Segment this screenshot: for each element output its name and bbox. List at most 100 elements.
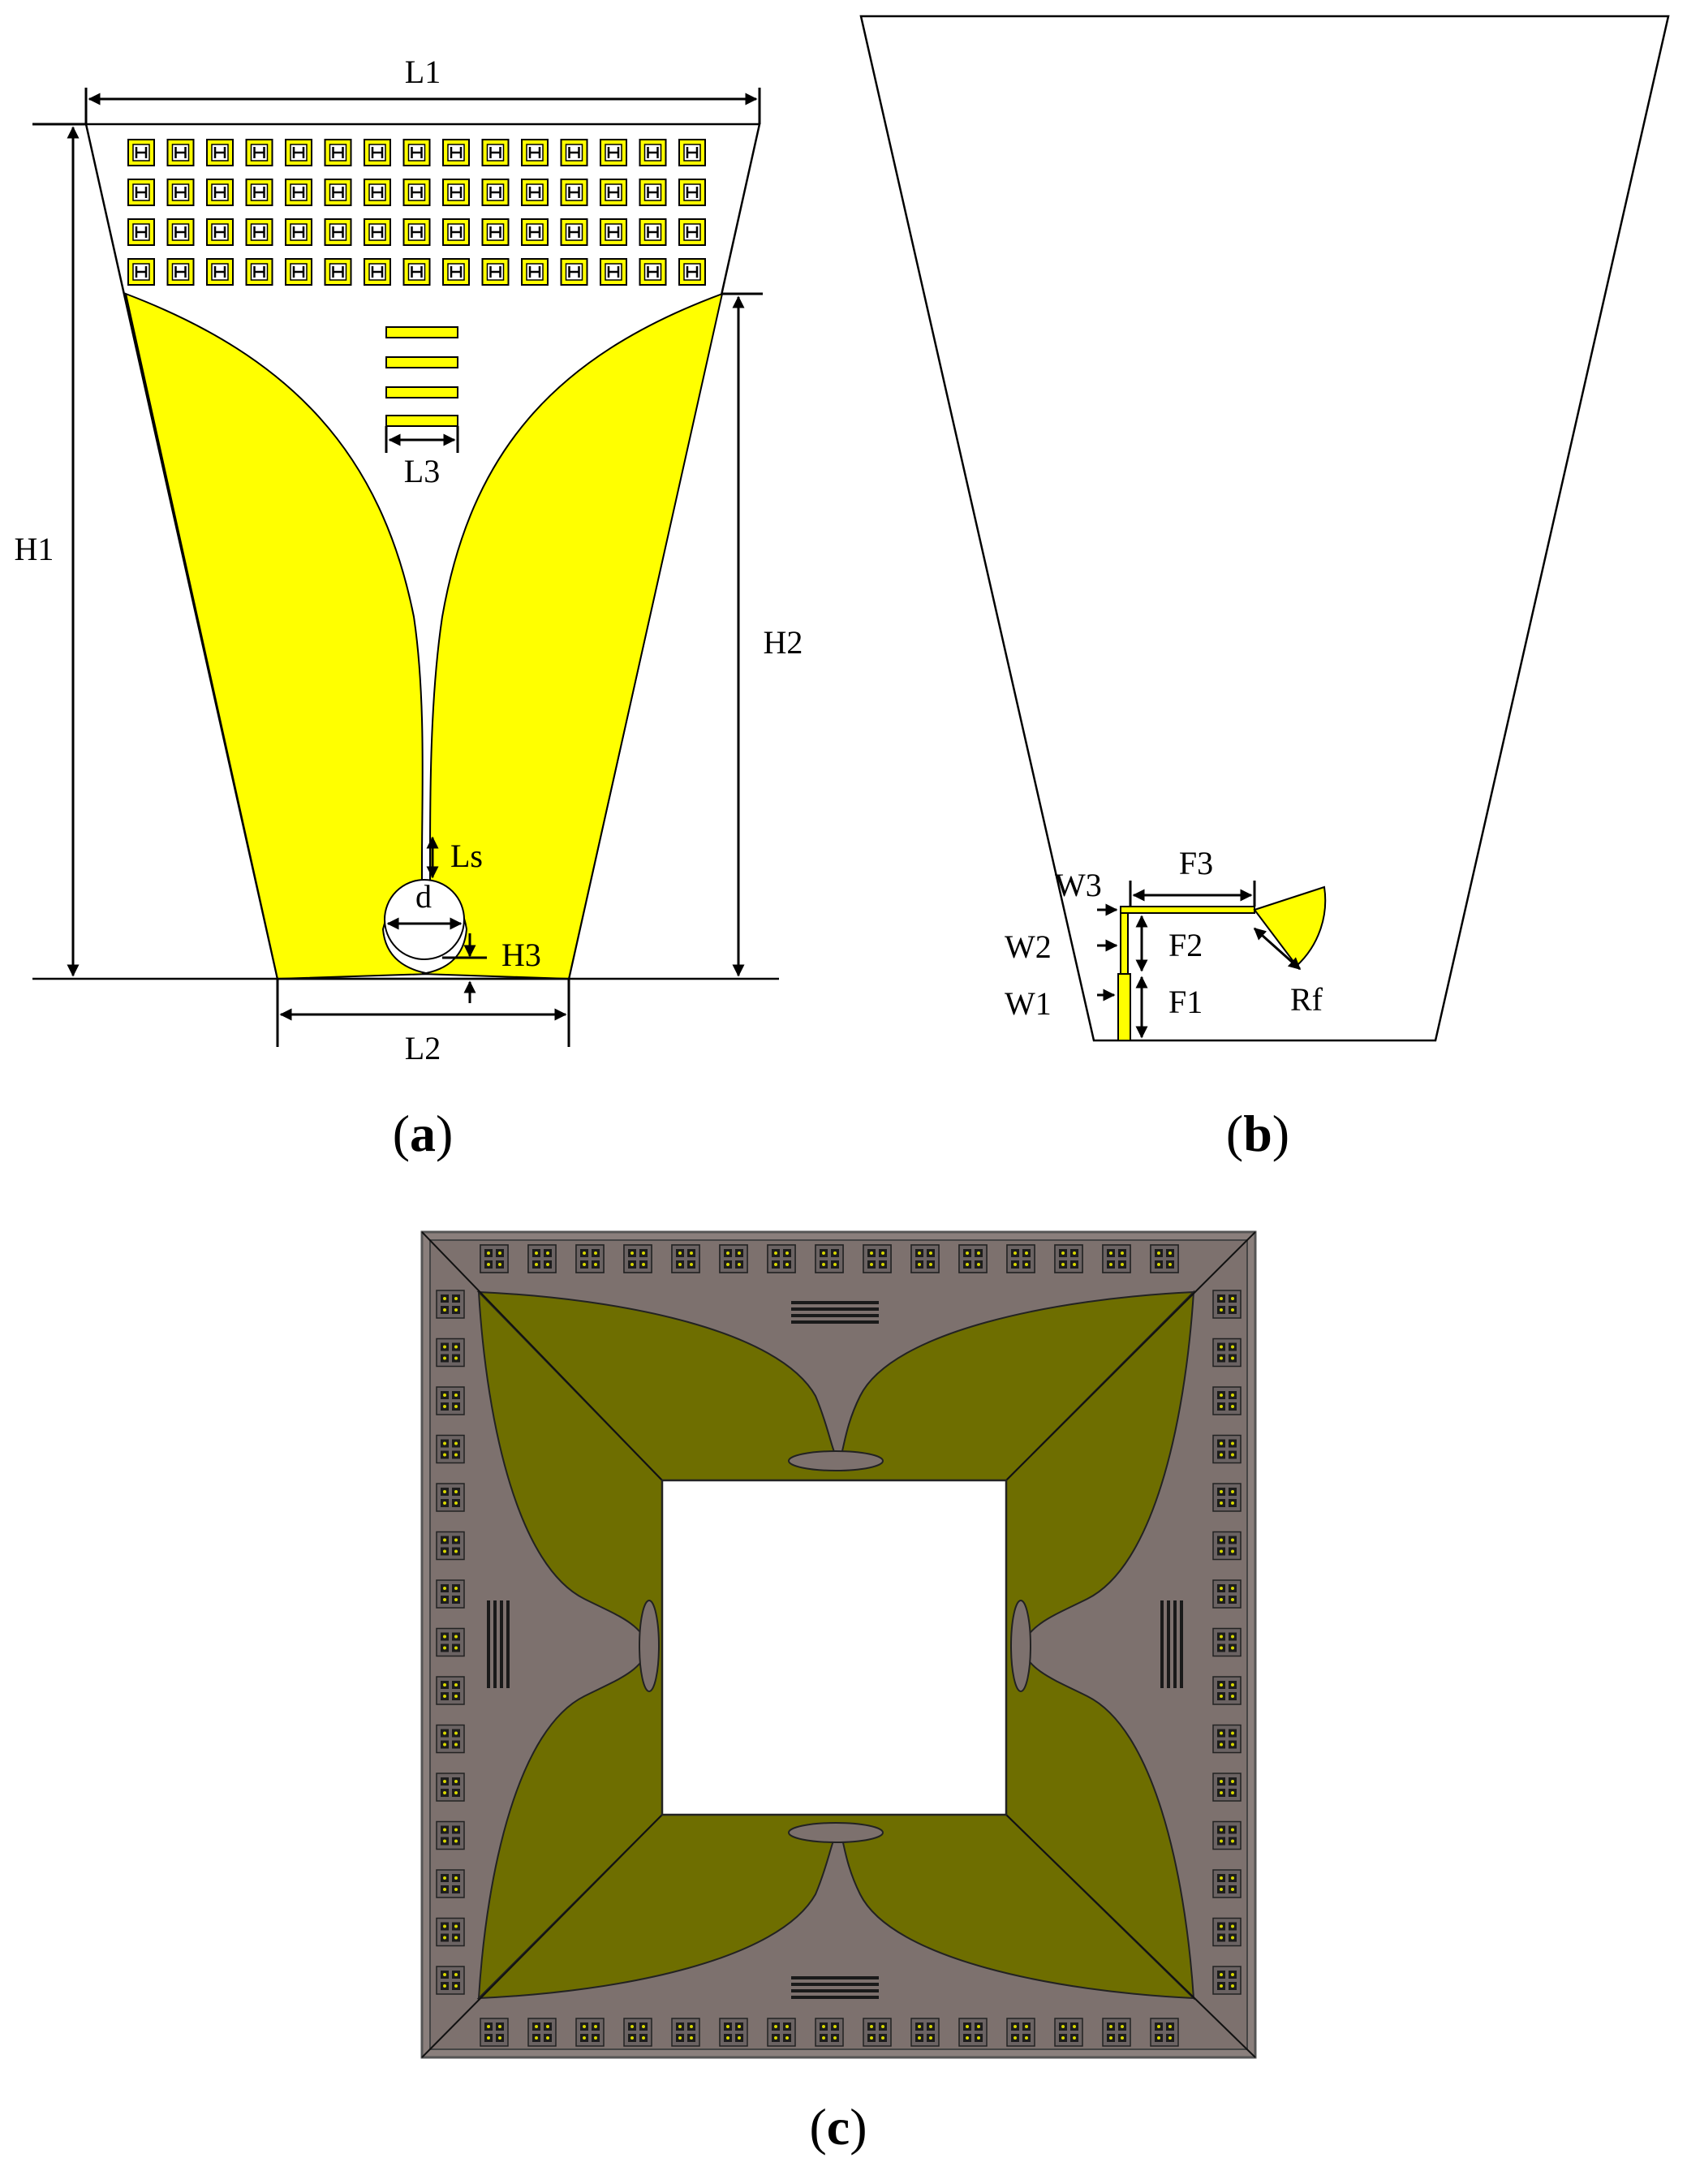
array-unit-cell bbox=[1150, 2018, 1179, 2047]
unit-cell bbox=[678, 257, 707, 286]
unit-cell bbox=[639, 178, 667, 207]
feedline-section-2 bbox=[1120, 908, 1129, 975]
panel-b: F3 F2 F1 W3 W2 W1 Rf (b) bbox=[859, 15, 1670, 1162]
slot-cavity-left bbox=[639, 1600, 660, 1692]
array-unit-cell bbox=[436, 1627, 465, 1657]
array-unit-cell bbox=[1102, 2018, 1131, 2047]
unit-cell bbox=[166, 257, 195, 286]
array-unit-cell bbox=[436, 1434, 465, 1464]
unit-cell-grid bbox=[127, 138, 707, 286]
director-strip bbox=[1160, 1600, 1164, 1688]
unit-cell bbox=[127, 257, 156, 286]
array-unit-cell bbox=[863, 2018, 892, 2047]
unit-cell bbox=[678, 178, 707, 207]
diagonal-line bbox=[421, 1814, 663, 2058]
director-strip bbox=[791, 1976, 879, 1979]
unit-cell bbox=[599, 218, 628, 247]
array-unit-cell bbox=[527, 1244, 557, 1273]
dim-l3-label: L3 bbox=[404, 453, 440, 489]
panel-a: L1 H1 H2 L3 Ls d H3 L2 (a) bbox=[15, 54, 803, 1162]
unit-cell bbox=[639, 138, 667, 167]
array-unit-cell bbox=[480, 2018, 509, 2047]
unit-cell bbox=[127, 218, 156, 247]
vivaldi-right-leaf bbox=[421, 292, 724, 980]
array-unit-cell bbox=[1212, 1531, 1242, 1561]
array-vivaldi-elements bbox=[476, 1290, 1196, 2001]
director-strip bbox=[385, 326, 458, 338]
array-unit-cell bbox=[623, 1244, 652, 1273]
unit-cell bbox=[205, 218, 235, 247]
diagonal-line bbox=[1005, 1814, 1256, 2058]
director-strip bbox=[1180, 1600, 1183, 1688]
unit-cell bbox=[481, 178, 510, 207]
array-unit-cell bbox=[719, 2018, 748, 2047]
unit-cell bbox=[441, 178, 471, 207]
array-unit-cell bbox=[436, 1917, 465, 1947]
array-unit-cell bbox=[1054, 1244, 1083, 1273]
dim-rf-label: Rf bbox=[1290, 981, 1323, 1018]
array-unit-cell bbox=[1212, 1773, 1242, 1802]
array-unit-cell bbox=[575, 2018, 605, 2047]
unit-cell bbox=[560, 218, 588, 247]
array-unit-cell bbox=[719, 1244, 748, 1273]
director-strip bbox=[385, 356, 458, 368]
array-unit-cell bbox=[1102, 1244, 1131, 1273]
dim-w3-label: W3 bbox=[1055, 867, 1102, 903]
unit-cell bbox=[324, 218, 352, 247]
director-strip bbox=[506, 1600, 510, 1688]
slot-cavity-bottom bbox=[788, 1822, 884, 1843]
unit-cell bbox=[560, 138, 588, 167]
unit-cell bbox=[324, 257, 352, 286]
director-strip bbox=[493, 1600, 497, 1688]
unit-cell bbox=[441, 257, 471, 286]
unit-cell bbox=[599, 257, 628, 286]
dim-h1-label: H1 bbox=[15, 531, 54, 567]
vivaldi-left-leaf bbox=[124, 292, 431, 980]
unit-cell bbox=[363, 257, 392, 286]
array-unit-cell bbox=[910, 1244, 940, 1273]
director-strip bbox=[791, 1983, 879, 1986]
dim-f1-label: F1 bbox=[1168, 984, 1203, 1020]
unit-cell bbox=[441, 218, 471, 247]
unit-cell bbox=[520, 257, 549, 286]
array-unit-cell bbox=[1212, 1386, 1242, 1415]
feedline-section-3 bbox=[1120, 906, 1255, 914]
unit-cell bbox=[284, 138, 313, 167]
dim-w2-label: W2 bbox=[1005, 928, 1052, 965]
array-unit-cell bbox=[1212, 1627, 1242, 1657]
unit-cell bbox=[520, 178, 549, 207]
array-unit-cell bbox=[1006, 2018, 1035, 2047]
unit-cell bbox=[678, 218, 707, 247]
director-strip bbox=[791, 1314, 879, 1317]
unit-cell bbox=[127, 178, 156, 207]
array-unit-cell bbox=[575, 1244, 605, 1273]
unit-cell bbox=[205, 138, 235, 167]
substrate-outline-back bbox=[859, 15, 1670, 1042]
director-strip bbox=[385, 415, 458, 427]
caption-a: (a) bbox=[393, 1105, 454, 1162]
array-unit-cell bbox=[767, 2018, 796, 2047]
dim-h3-label: H3 bbox=[501, 937, 541, 973]
unit-cell bbox=[205, 257, 235, 286]
unit-cell bbox=[245, 138, 273, 167]
caption-b: (b) bbox=[1226, 1105, 1289, 1162]
array-unit-cell bbox=[1006, 1244, 1035, 1273]
array-unit-cell bbox=[436, 1773, 465, 1802]
dim-h2-label: H2 bbox=[764, 624, 803, 661]
director-strip bbox=[487, 1600, 490, 1688]
director-strip bbox=[385, 386, 458, 398]
array-director-strips bbox=[487, 1301, 1183, 1999]
unit-cell bbox=[324, 138, 352, 167]
center-opening bbox=[661, 1479, 1008, 1816]
array-unit-cell bbox=[1212, 1724, 1242, 1754]
array-unit-cell bbox=[436, 1483, 465, 1512]
director-strip bbox=[500, 1600, 503, 1688]
array-unit-cell bbox=[815, 1244, 844, 1273]
array-unit-cell bbox=[671, 1244, 700, 1273]
director-strip bbox=[791, 1320, 879, 1324]
unit-cell bbox=[678, 138, 707, 167]
array-unit-cell bbox=[958, 2018, 988, 2047]
array-unit-cell bbox=[958, 1244, 988, 1273]
director-strips bbox=[385, 326, 458, 427]
